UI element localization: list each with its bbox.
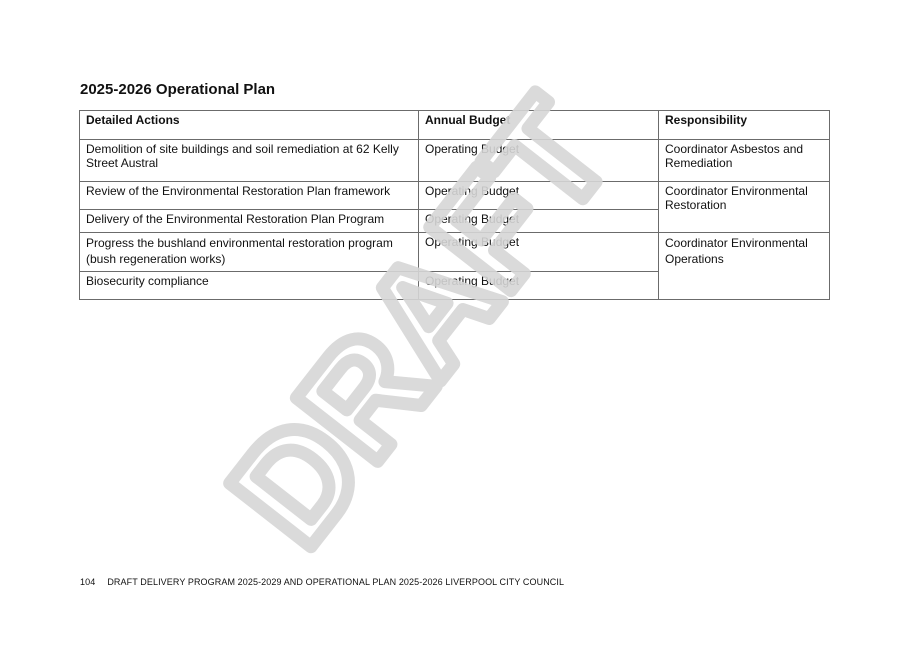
budget-cell: Operating Budget — [418, 271, 659, 300]
action-cell: Biosecurity compliance — [79, 271, 419, 300]
page-footer: 104 DRAFT DELIVERY PROGRAM 2025-2029 AND … — [80, 577, 564, 587]
responsibility-cell: Coordinator Environmental Operations — [658, 232, 830, 300]
budget-cell: Operating Budget — [418, 181, 659, 210]
budget-cell: Operating Budget — [418, 232, 659, 272]
table-header-row: Detailed Actions Annual Budget Responsib… — [79, 110, 830, 140]
table-row: Delivery of the Environmental Restoratio… — [79, 209, 830, 233]
action-cell: Progress the bushland environmental rest… — [79, 232, 419, 272]
operational-plan-table: Detailed Actions Annual Budget Responsib… — [79, 110, 830, 300]
column-header-responsibility: Responsibility — [658, 110, 830, 140]
page-number: 104 — [80, 577, 96, 587]
budget-cell: Operating Budget — [418, 139, 659, 182]
table-row: Review of the Environmental Restoration … — [79, 181, 830, 233]
action-cell: Delivery of the Environmental Restoratio… — [79, 209, 419, 233]
column-header-detailed-actions: Detailed Actions — [79, 110, 419, 140]
action-cell: Review of the Environmental Restoration … — [79, 181, 419, 210]
footer-text: DRAFT DELIVERY PROGRAM 2025-2029 AND OPE… — [107, 577, 565, 587]
responsibility-cell: Coordinator Environmental Restoration — [658, 181, 830, 233]
action-cell: Demolition of site buildings and soil re… — [79, 139, 419, 182]
table-row: Biosecurity compliance Operating Budget — [79, 271, 830, 300]
table-row: Progress the bushland environmental rest… — [79, 232, 830, 300]
table-row: Demolition of site buildings and soil re… — [79, 139, 830, 182]
page-title: 2025-2026 Operational Plan — [80, 81, 276, 98]
column-header-annual-budget: Annual Budget — [418, 110, 659, 140]
responsibility-cell: Coordinator Asbestos and Remediation — [658, 139, 830, 182]
budget-cell: Operating Budget — [418, 209, 659, 233]
